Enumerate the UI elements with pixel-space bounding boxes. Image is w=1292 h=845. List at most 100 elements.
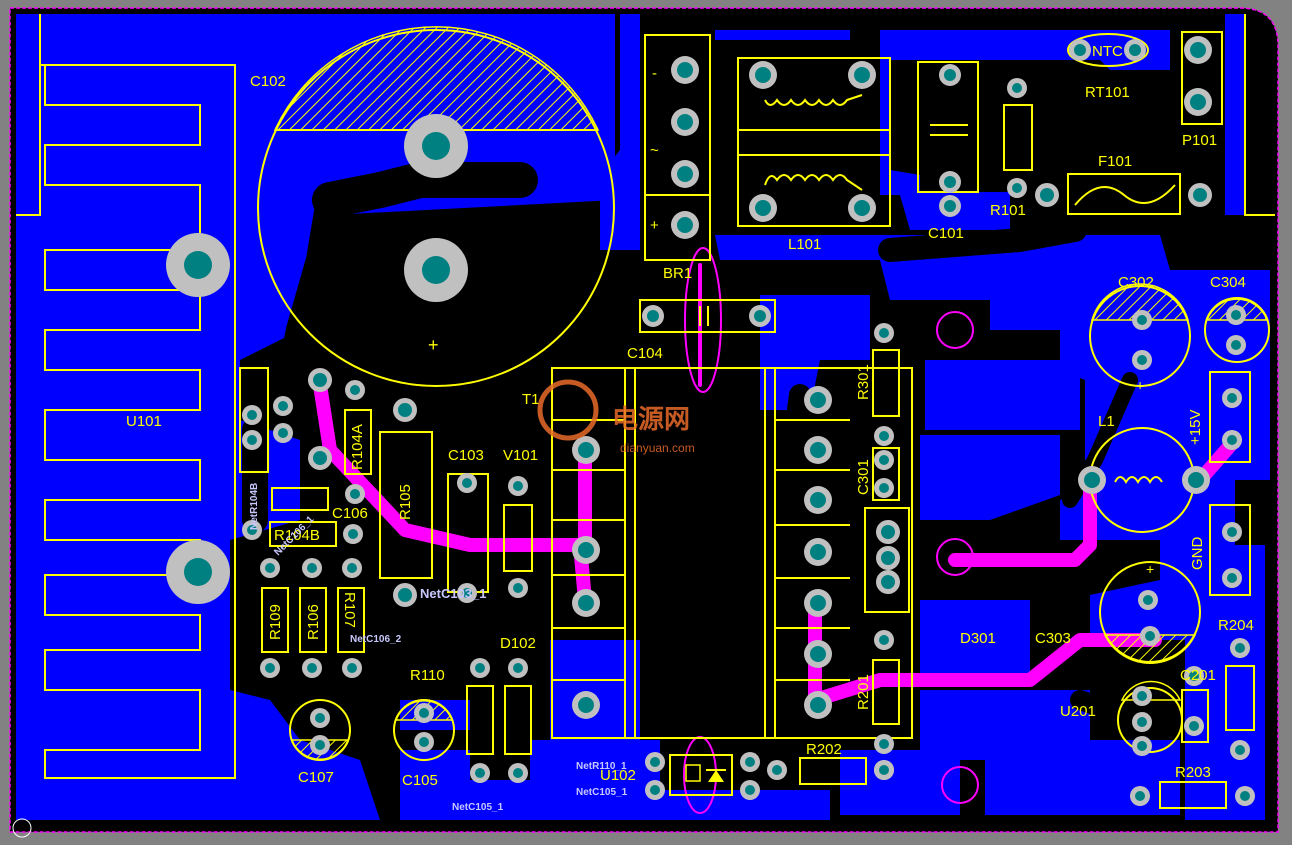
pad-hole bbox=[879, 765, 889, 775]
pad-hole bbox=[1231, 340, 1241, 350]
pad-hole bbox=[647, 310, 659, 322]
pad-hole bbox=[265, 663, 275, 673]
component-labels: C102 - ~ + BR1 L101 C101 R101 RT101 NTC … bbox=[126, 43, 1254, 789]
label-c105: C105 bbox=[402, 772, 438, 789]
pad-hole bbox=[513, 663, 523, 673]
pad-hole bbox=[1190, 42, 1206, 58]
pad-hole bbox=[745, 757, 755, 767]
svg-text:+: + bbox=[1146, 561, 1154, 577]
watermark-subtitle: dianyuan.com bbox=[620, 441, 695, 455]
pad-hole bbox=[313, 373, 327, 387]
pad-hole bbox=[315, 740, 325, 750]
pad-hole bbox=[854, 200, 870, 216]
label-r110: R110 bbox=[410, 667, 445, 684]
label-r202: R202 bbox=[806, 741, 842, 758]
label-u201: U201 bbox=[1060, 703, 1096, 720]
svg-text:+: + bbox=[428, 335, 439, 355]
bridge-slot-outline bbox=[684, 247, 722, 393]
pad-hole bbox=[347, 663, 357, 673]
pad-hole bbox=[247, 525, 257, 535]
pad-hole bbox=[1189, 671, 1199, 681]
pad-hole bbox=[1137, 691, 1147, 701]
pad-hole bbox=[513, 583, 523, 593]
pad-hole bbox=[881, 575, 895, 589]
pad-hole bbox=[810, 595, 826, 611]
pad-hole bbox=[881, 551, 895, 565]
label-c303: C303 bbox=[1035, 630, 1071, 647]
label-p101: P101 bbox=[1182, 132, 1217, 149]
label-l1: L1 bbox=[1098, 413, 1115, 430]
pad-hole bbox=[810, 544, 826, 560]
pad-hole bbox=[755, 200, 771, 216]
plus-markers: + + + bbox=[428, 335, 1154, 577]
pad-hole bbox=[677, 217, 693, 233]
pad-hole bbox=[278, 428, 288, 438]
pad-hole bbox=[307, 563, 317, 573]
label-r104b: R104B bbox=[274, 527, 320, 544]
pad-hole bbox=[881, 525, 895, 539]
pad-hole bbox=[1074, 44, 1086, 56]
pad-hole bbox=[307, 663, 317, 673]
pad-hole bbox=[944, 176, 956, 188]
pad-hole bbox=[1188, 472, 1204, 488]
pad-hole bbox=[422, 132, 450, 160]
pad-hole bbox=[350, 489, 360, 499]
pad-hole bbox=[1227, 435, 1237, 445]
pad-hole bbox=[1231, 310, 1241, 320]
mounting-hole bbox=[936, 538, 974, 576]
pad-hole bbox=[1084, 472, 1100, 488]
label-c104: C104 bbox=[627, 345, 663, 362]
pad-hole bbox=[677, 62, 693, 78]
label-c201: C201 bbox=[1180, 667, 1216, 684]
pad-hole bbox=[879, 431, 889, 441]
label-c304: C304 bbox=[1210, 274, 1246, 291]
pad-hole bbox=[398, 588, 412, 602]
pad-hole bbox=[1227, 527, 1237, 537]
pad-hole bbox=[313, 451, 327, 465]
pad-hole bbox=[879, 739, 889, 749]
label-r203: R203 bbox=[1175, 764, 1211, 781]
pad-hole bbox=[650, 785, 660, 795]
label-r109: R109 bbox=[267, 604, 284, 640]
pad-hole bbox=[1227, 393, 1237, 403]
pad-hole bbox=[350, 385, 360, 395]
pad-hole bbox=[513, 481, 523, 491]
label-c301: C301 bbox=[855, 459, 872, 495]
label-r204: R204 bbox=[1218, 617, 1254, 634]
pad-hole bbox=[677, 114, 693, 130]
svg-text:+: + bbox=[1136, 377, 1144, 393]
pad-hole bbox=[944, 69, 956, 81]
pad-hole bbox=[1240, 791, 1250, 801]
pad-hole bbox=[1137, 315, 1147, 325]
pad-hole bbox=[1235, 643, 1245, 653]
pad-hole bbox=[475, 663, 485, 673]
pad-hole bbox=[578, 542, 594, 558]
pad-hole bbox=[184, 251, 212, 279]
pad-hole bbox=[422, 256, 450, 284]
mounting-hole bbox=[941, 766, 979, 804]
watermark: 电源网 dianyuan.com bbox=[537, 379, 695, 455]
label-r107: R107 bbox=[341, 592, 358, 628]
pad-hole bbox=[677, 166, 693, 182]
pad-hole bbox=[1137, 717, 1147, 727]
pad-hole bbox=[1129, 44, 1141, 56]
label-15v: +15V bbox=[1187, 410, 1204, 445]
pad-hole bbox=[810, 442, 826, 458]
pad-hole bbox=[1137, 741, 1147, 751]
pad-hole bbox=[1193, 188, 1207, 202]
pad-hole bbox=[419, 737, 429, 747]
pad-hole bbox=[754, 310, 766, 322]
pad-hole bbox=[810, 646, 826, 662]
pad-hole bbox=[1012, 83, 1022, 93]
pad-hole bbox=[347, 563, 357, 573]
label-br1-plus: + bbox=[650, 217, 659, 234]
label-c103: C103 bbox=[448, 447, 484, 464]
pad-hole bbox=[854, 67, 870, 83]
pad-hole bbox=[879, 328, 889, 338]
label-netr104b: NetR104B bbox=[249, 483, 260, 530]
pad-hole bbox=[1143, 595, 1153, 605]
net-label-c103: NetC103_1 bbox=[420, 586, 487, 601]
net-label-r110: NetR110_1 bbox=[576, 761, 627, 772]
pad-hole bbox=[1235, 745, 1245, 755]
